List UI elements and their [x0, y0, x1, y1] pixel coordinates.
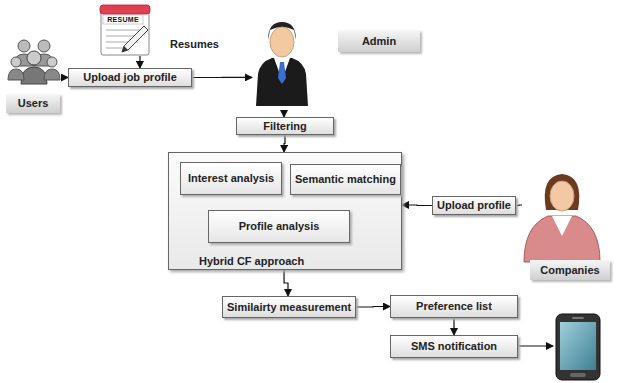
admin-icon-part: [256, 58, 308, 106]
users-icon: [8, 40, 60, 84]
companies-icon-part: [550, 181, 574, 211]
process-box: Interest analysis: [180, 162, 282, 195]
process-box: Filtering: [236, 117, 334, 135]
process-box: Upload profile: [432, 196, 516, 215]
actor-label: Companies: [540, 264, 599, 276]
box-label: Filtering: [263, 120, 306, 132]
phone-icon-part: [572, 317, 584, 319]
actor-label: Admin: [362, 35, 396, 47]
flow-arrow: [284, 270, 288, 296]
icon-label: Resumes: [170, 38, 219, 50]
phone-icon-part: [560, 322, 596, 370]
box-label: Interest analysis: [188, 172, 274, 184]
phone-icon: [556, 314, 600, 380]
companies-icon: [524, 174, 600, 262]
users-icon-part: [8, 69, 24, 80]
process-box: SMS notification: [390, 335, 518, 358]
process-box: Preference list: [390, 295, 518, 318]
label-plate: Users: [6, 94, 60, 113]
leader-arrow: [518, 345, 553, 346]
label-plate: Companies: [530, 260, 610, 280]
resume-icon-part: [101, 10, 149, 55]
box-label: Semantic matching: [295, 173, 396, 185]
icon-label: RESUME: [104, 16, 142, 24]
companies-icon-part: [524, 216, 600, 262]
users-icon-part: [21, 67, 47, 84]
resume-icon-part: [122, 46, 128, 52]
users-node: Users: [4, 38, 64, 114]
process-box: Upload job profile: [68, 68, 192, 87]
companies-icon-part: [552, 216, 572, 236]
actor-label: Users: [18, 97, 49, 109]
admin-icon-part: [278, 62, 286, 84]
users-icon-part: [38, 40, 50, 52]
phone-icon-part: [556, 314, 600, 380]
process-box: Semantic matching: [290, 164, 401, 195]
process-box: Profile analysis: [208, 210, 350, 243]
box-label: Preference list: [416, 300, 492, 312]
resume-icon-part: [103, 15, 143, 24]
users-icon-part: [47, 57, 57, 67]
admin-icon-part: [270, 27, 294, 57]
box-label: Profile analysis: [239, 220, 320, 232]
group-box: Hybrid CF approach Interest analysis Seman…: [168, 152, 402, 270]
group-label: Hybrid CF approach: [199, 255, 304, 267]
box-label: Similairty measurement: [227, 301, 351, 313]
admin-node: Admin: [252, 15, 424, 111]
resume-icon-part: [100, 5, 150, 14]
flow-arrow: [356, 306, 390, 308]
flow-arrow: [283, 135, 285, 152]
users-icon-part: [44, 69, 60, 80]
box-label: Upload job profile: [83, 71, 177, 83]
phone-icon-part: [570, 373, 586, 377]
resume-icon-part: [122, 26, 148, 52]
flow-arrow: [516, 204, 522, 206]
box-label: SMS notification: [411, 340, 497, 352]
resume-icon: [100, 5, 150, 55]
box-label: Upload profile: [437, 199, 511, 211]
flow-arrow: [402, 204, 432, 206]
admin-icon: [256, 22, 308, 106]
label-plate: Admin: [338, 30, 420, 52]
resume-node: RESUME Resumes: [98, 4, 230, 56]
users-icon-part: [27, 51, 41, 65]
users-icon-part: [18, 40, 30, 52]
flow-arrow: [192, 77, 252, 78]
resume-icon-part: [106, 36, 136, 37]
process-box: Similairty measurement: [222, 296, 356, 318]
flow-arrow: [453, 318, 454, 335]
users-icon-part: [11, 57, 21, 67]
companies-icon-part: [545, 174, 580, 210]
companies-node: Companies: [522, 172, 612, 282]
flow-arrow: [139, 56, 140, 68]
resume-icon-part: [106, 30, 140, 31]
